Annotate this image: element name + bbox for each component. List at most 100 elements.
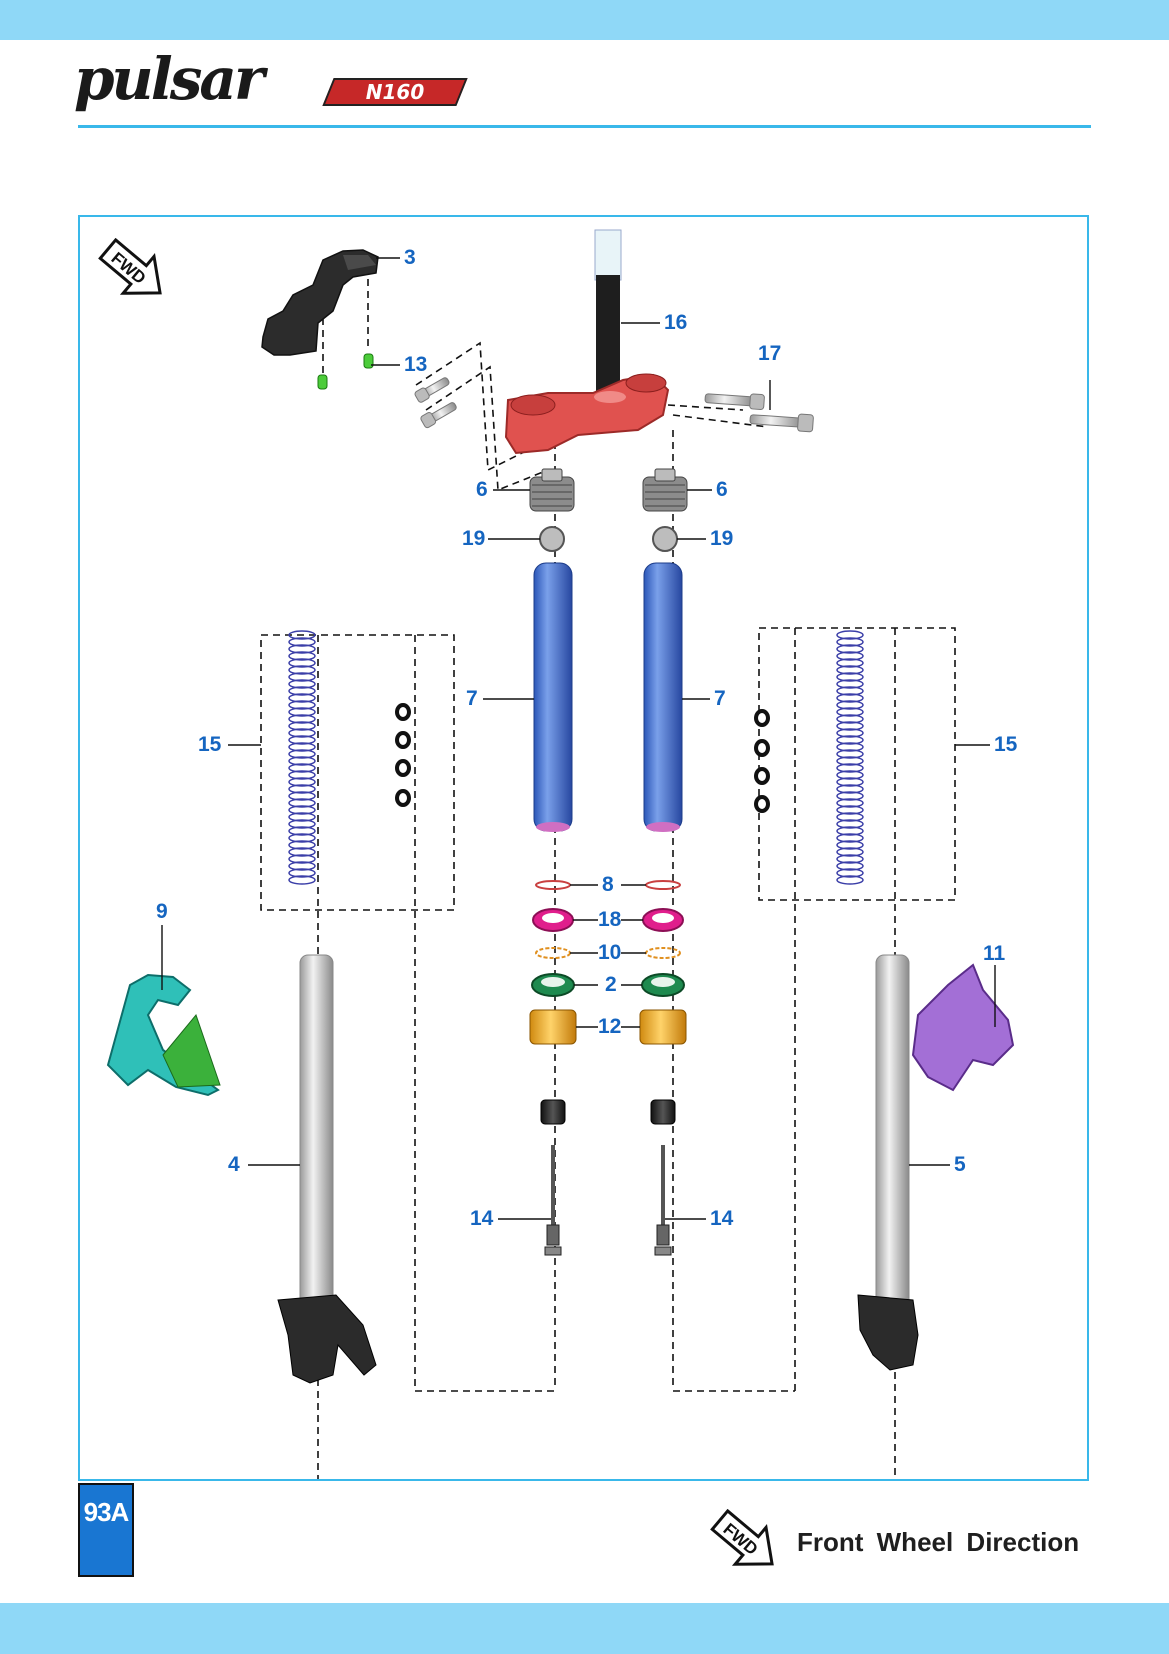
coil-turn (836, 770, 864, 780)
coil-turn (288, 791, 316, 801)
part-14-damper-rods (540, 1099, 676, 1256)
coil-turn (836, 679, 864, 689)
coil-turn (836, 644, 864, 654)
coil-turn (836, 686, 864, 696)
coil-turn (836, 812, 864, 822)
coil-turn (288, 735, 316, 745)
coil-turn (288, 756, 316, 766)
part-2-dust-seals (531, 973, 685, 997)
coil-turn (836, 819, 864, 829)
callout-19-right: 19 (710, 527, 734, 550)
coil-turn (836, 791, 864, 801)
leader-lines (161, 257, 996, 1220)
washer (754, 795, 770, 813)
callout-13: 13 (404, 353, 428, 376)
callout-11: 11 (983, 942, 1006, 965)
header-rule (78, 125, 1091, 128)
coil-turn (836, 721, 864, 731)
callout-19-left: 19 (462, 527, 486, 550)
coil-turn (836, 651, 864, 661)
top-band (0, 0, 1169, 40)
coil-turn (836, 868, 864, 878)
callout-15-left: 15 (198, 733, 222, 756)
coil-turn (288, 742, 316, 752)
callout-6-right: 6 (716, 478, 728, 501)
page-number-tab: 93A (78, 1483, 134, 1577)
coil-turn (288, 630, 316, 640)
coil-turn (836, 742, 864, 752)
coil-turn (288, 847, 316, 857)
coil-turn (288, 819, 316, 829)
part-7-fork-tubes (533, 562, 683, 832)
coil-turn (288, 805, 316, 815)
coil-turn (288, 658, 316, 668)
coil-turn (836, 833, 864, 843)
coil-turn (288, 679, 316, 689)
part-6-fork-caps (529, 468, 688, 512)
washer (395, 731, 411, 749)
coil-turn (836, 854, 864, 864)
coil-turn (288, 770, 316, 780)
callout-10: 10 (598, 941, 622, 964)
coil-turn (836, 630, 864, 640)
callout-14-left: 14 (470, 1207, 494, 1230)
coil-turn (836, 798, 864, 808)
part-13-bolts (317, 353, 374, 390)
part-18-oil-seals (532, 908, 684, 932)
part-17-bolts (414, 377, 814, 433)
fwd-legend-icon: FWD (710, 1508, 774, 1566)
front-wheel-direction-text: Front Wheel Direction (797, 1527, 1080, 1557)
part-4-left-fork-leg (277, 954, 377, 1384)
part-11-cover (911, 963, 1015, 1092)
part-15-springs (288, 630, 864, 885)
brand-logo: pulsar N160 (74, 44, 474, 118)
callout-12: 12 (598, 1015, 622, 1038)
coil-turn (288, 665, 316, 675)
callout-8: 8 (602, 873, 614, 896)
washer (395, 789, 411, 807)
brand-wordmark: pulsar (74, 45, 265, 113)
page-number: 93A (83, 1497, 130, 1527)
callout-15-right: 15 (994, 733, 1018, 756)
coil-turn (836, 672, 864, 682)
coil-turn (288, 714, 316, 724)
callout-17: 17 (758, 342, 782, 365)
coil-turn (288, 840, 316, 850)
coil-turn (836, 875, 864, 885)
coil-turn (288, 637, 316, 647)
coil-turn (836, 735, 864, 745)
diagram-frame (78, 215, 1089, 1481)
model-name: N160 (365, 80, 425, 104)
spring-washers (395, 703, 770, 813)
coil-turn (288, 798, 316, 808)
callout-7-right: 7 (714, 687, 726, 710)
callout-9: 9 (156, 900, 168, 923)
coil-turn (836, 693, 864, 703)
part-12-bushes (529, 1009, 687, 1045)
washer (754, 739, 770, 757)
part-19-spacers (539, 526, 678, 552)
coil-turn (836, 714, 864, 724)
coil-turn (288, 693, 316, 703)
callout-2: 2 (605, 973, 617, 996)
coil-spring (836, 630, 864, 885)
coil-turn (288, 721, 316, 731)
coil-turn (288, 812, 316, 822)
washer (754, 709, 770, 727)
coil-turn (836, 665, 864, 675)
callout-18: 18 (598, 908, 622, 931)
bottom-band (0, 1603, 1169, 1654)
callout-5: 5 (954, 1153, 966, 1176)
coil-turn (836, 763, 864, 773)
coil-turn (288, 763, 316, 773)
coil-turn (836, 658, 864, 668)
coil-turn (836, 749, 864, 759)
coil-turn (836, 700, 864, 710)
callout-6-left: 6 (476, 478, 488, 501)
washer (395, 759, 411, 777)
coil-turn (836, 707, 864, 717)
coil-turn (288, 861, 316, 871)
coil-turn (836, 756, 864, 766)
lower-triple-clamp (504, 373, 670, 455)
model-badge: N160 (322, 78, 468, 106)
